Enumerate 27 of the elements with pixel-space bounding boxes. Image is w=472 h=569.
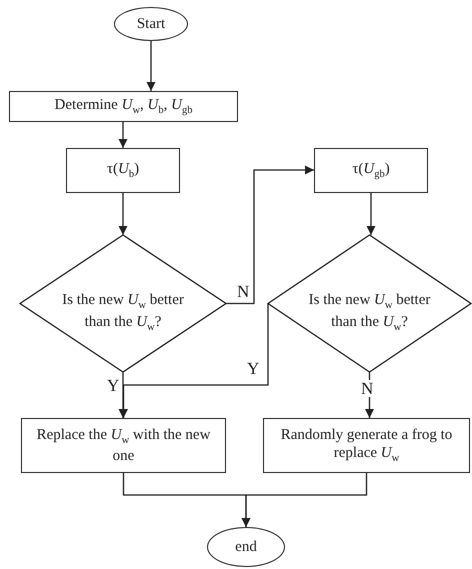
process-box [66, 148, 180, 193]
edge-label: N [236, 283, 250, 300]
arrow [146, 41, 156, 91]
arrow [118, 122, 128, 148]
process-box [21, 418, 226, 473]
node-text: Replace the U$_{w}$ with the new one [36, 426, 212, 466]
arrow [365, 372, 374, 418]
arrow [226, 166, 314, 304]
node-text: τ(U$_{gb}$) [352, 160, 390, 182]
decision-diamond [20, 235, 226, 372]
node-text: Determine U$_{w}$, U$_{b}$, U$_{gb}$ [54, 96, 192, 118]
arrow [242, 473, 368, 527]
decision-diamond [268, 235, 471, 372]
node-text: Is the new U$_{w}$ better than the U$_{w}$? [308, 291, 432, 334]
arrow [366, 193, 376, 235]
edge-label: Y [106, 377, 120, 394]
edge-label: Y [246, 360, 260, 377]
node-text: τ(U$_{b}$) [106, 160, 140, 182]
node-text: Randomly generate a frog to replace U$_{w}$ [280, 426, 454, 466]
node-text: end [235, 538, 257, 556]
node-text: Is the new U$_{w}$ better than the U$_{w}$? [61, 291, 185, 334]
process-box [314, 148, 428, 193]
node-text: Start [136, 14, 166, 34]
edge-label: N [360, 380, 374, 397]
arrow [118, 193, 128, 235]
process-box [263, 418, 470, 473]
process-box [9, 91, 238, 122]
